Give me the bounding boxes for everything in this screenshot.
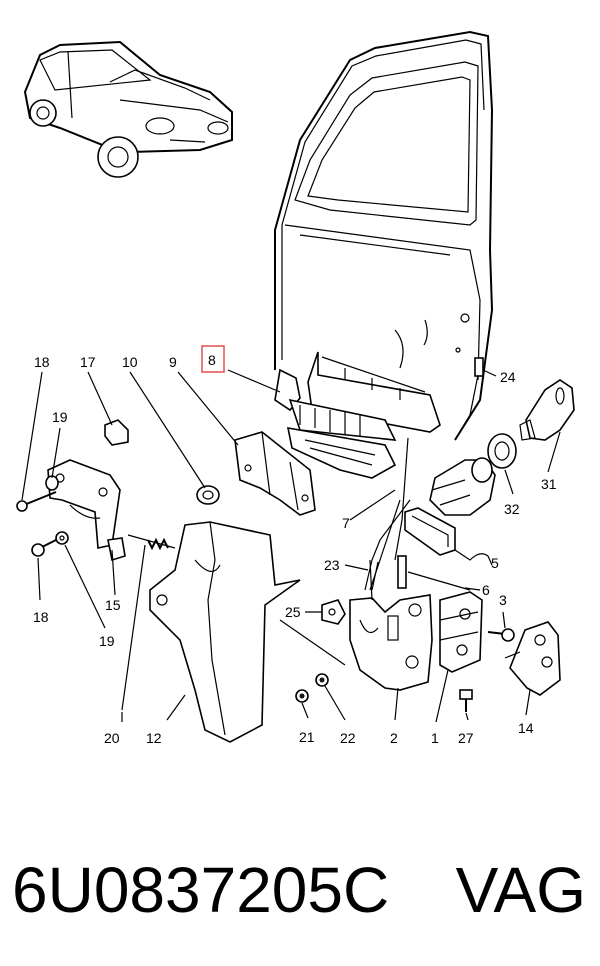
lock-cylinder (429, 457, 496, 516)
rod-link (279, 619, 346, 666)
seal-5 (404, 507, 493, 566)
callout-8: 8 (208, 352, 216, 368)
key-31 (519, 379, 575, 441)
striker-1 (439, 591, 483, 673)
bracket-9 (234, 431, 316, 516)
lock-body-2 (349, 559, 433, 691)
callout-12: 12 (146, 730, 162, 746)
gasket-32 (487, 433, 517, 469)
nut-22 (315, 673, 329, 687)
lock-knob-6 (397, 555, 471, 591)
callout-3: 3 (499, 592, 507, 608)
callout-24: 24 (500, 369, 516, 385)
callout-27: 27 (458, 730, 474, 746)
washer-19-lower (55, 531, 69, 545)
callout-21: 21 (299, 729, 315, 745)
washer-19-upper (45, 475, 59, 491)
nut-21 (295, 689, 309, 703)
grommet-10 (196, 485, 220, 505)
callout-22: 22 (340, 730, 356, 746)
brand-label: VAG (455, 854, 586, 926)
highlight-box-8 (201, 345, 225, 373)
callout-20: 20 (104, 730, 120, 746)
callout-31: 31 (541, 476, 557, 492)
rod-7 (369, 499, 401, 591)
callout-14: 14 (518, 720, 534, 736)
callout-19-bottom: 19 (99, 633, 115, 649)
screw-18-upper (16, 491, 57, 512)
screw-18-lower (31, 537, 61, 557)
plate-14 (504, 621, 561, 696)
door-frame (274, 30, 494, 441)
inner-handle-assembly (274, 351, 441, 561)
callout-15: 15 (105, 597, 121, 613)
callout-7: 7 (342, 515, 350, 531)
leader-lines (21, 369, 561, 723)
callout-18-bottom: 18 (33, 609, 49, 625)
callout-10: 10 (122, 354, 138, 370)
cover-12 (149, 521, 301, 743)
callout-19-top: 19 (52, 409, 68, 425)
callout-23: 23 (324, 557, 340, 573)
callout-25: 25 (285, 604, 301, 620)
rod-24 (454, 357, 484, 441)
callout-1: 1 (431, 730, 439, 746)
callout-5: 5 (491, 555, 499, 571)
callout-32: 32 (504, 501, 520, 517)
screw-27 (459, 689, 473, 712)
callout-2: 2 (390, 730, 398, 746)
callout-18-top: 18 (34, 354, 50, 370)
bracket-15 (47, 459, 126, 562)
callout-17: 17 (80, 354, 96, 370)
callout-9: 9 (169, 354, 177, 370)
car-thumbnail (23, 40, 233, 178)
clip-25 (321, 599, 346, 625)
clip-17 (104, 419, 129, 446)
part-number: 6U0837205C (12, 854, 390, 926)
callout-6: 6 (482, 582, 490, 598)
door-lock-exploded-diagram: 18 17 10 9 8 24 19 31 32 7 5 23 6 3 15 2… (16, 30, 575, 746)
callout-labels: 18 17 10 9 8 24 19 31 32 7 5 23 6 3 15 2… (33, 352, 557, 746)
screw-3 (487, 628, 515, 642)
rod-20 (121, 534, 176, 711)
